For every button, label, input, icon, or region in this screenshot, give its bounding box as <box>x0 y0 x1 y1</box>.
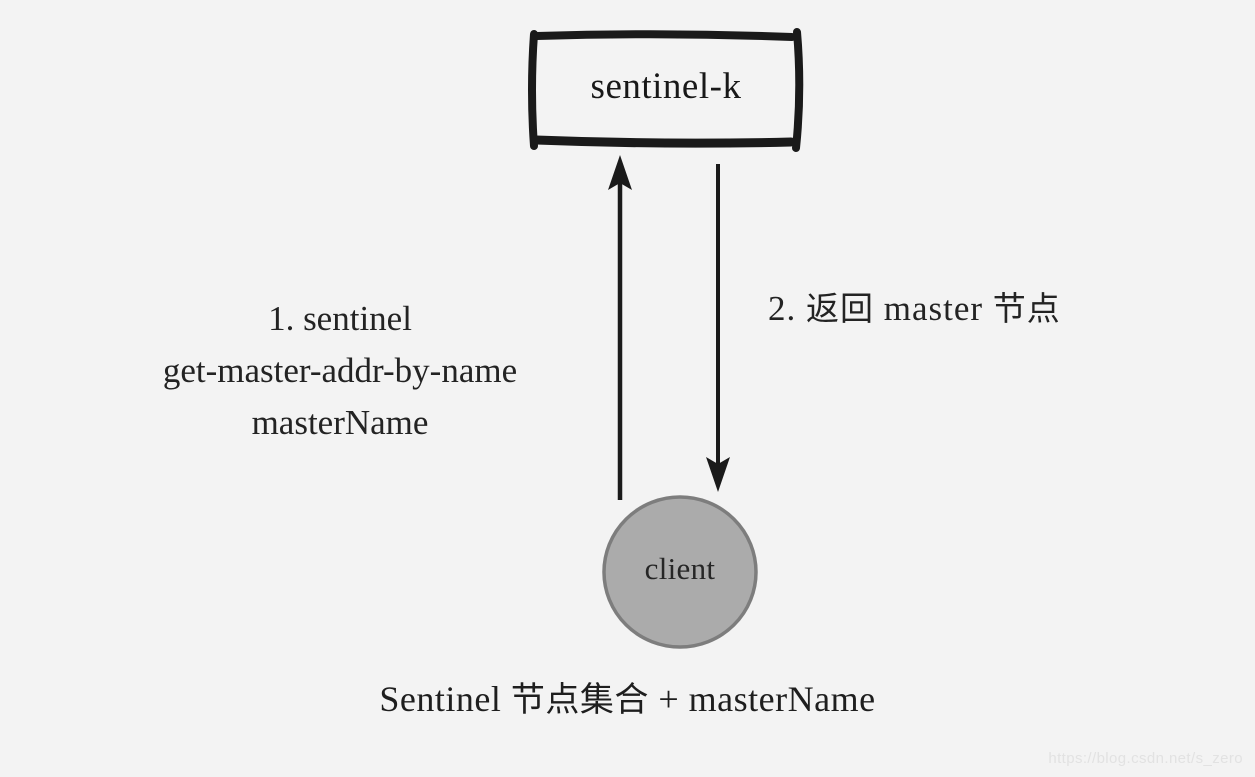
request-arrow-head <box>608 155 632 190</box>
request-label-line-1: 1. sentinel <box>268 299 412 338</box>
request-edge-label: 1. sentinel get-master-addr-by-name mast… <box>80 293 600 449</box>
sentinel-box-shape <box>528 28 804 152</box>
request-arrow-shape <box>608 155 632 500</box>
request-label-line-2: get-master-addr-by-name <box>162 351 518 390</box>
response-label-cjk-noun: 节点 <box>992 289 1061 328</box>
diagram-caption: Sentinel 节点集合 + masterName <box>0 681 1255 717</box>
response-label-cjk-verb: 返回 <box>806 289 874 328</box>
client-circle-body <box>602 495 758 649</box>
client-circle-label: client <box>644 551 716 586</box>
box-bottom-edge <box>531 135 796 148</box>
request-label-line-3: masterName <box>251 403 429 442</box>
box-left-edge <box>528 30 538 150</box>
response-label-index: 2. <box>768 289 806 328</box>
caption-suffix: + masterName <box>648 679 876 719</box>
box-top-edge <box>533 30 796 41</box>
client-circle-shape <box>602 495 758 649</box>
response-arrow-head <box>706 457 730 492</box>
box-right-edge <box>792 28 804 152</box>
sentinel-box-label: sentinel-k <box>590 66 742 107</box>
response-label-keyword: master <box>874 289 993 328</box>
response-arrow-shape <box>706 164 730 492</box>
watermark-text: https://blog.csdn.net/s_zero <box>1048 750 1243 767</box>
response-edge-label: 2. 返回 master 节点 <box>768 291 1061 326</box>
caption-cjk: 节点集合 <box>510 680 649 720</box>
caption-prefix: Sentinel <box>379 679 511 719</box>
